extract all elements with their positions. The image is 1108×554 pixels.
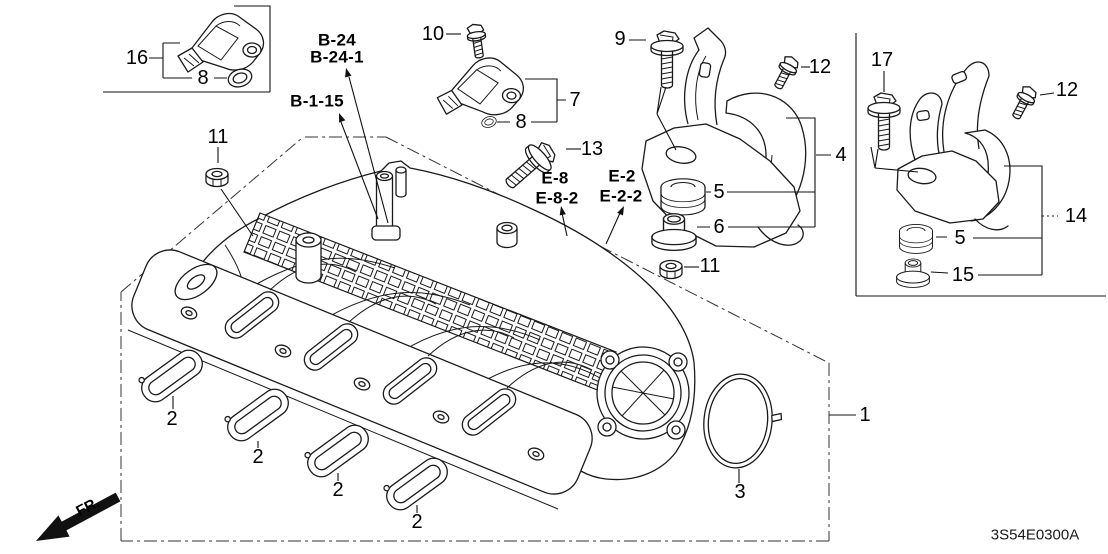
port-gasket xyxy=(299,416,375,483)
map-sensor-7 xyxy=(435,54,526,119)
part-1-boundary-box xyxy=(120,136,830,542)
bolt-17 xyxy=(867,92,901,151)
callout-2[interactable]: 2 xyxy=(411,511,423,533)
callout-8[interactable]: 8 xyxy=(515,111,527,133)
callout-2[interactable]: 2 xyxy=(332,479,344,501)
leader-lines xyxy=(149,33,1058,513)
flange-bolt-bosses xyxy=(180,306,545,461)
purge-tube xyxy=(371,166,407,241)
callout-13[interactable]: 13 xyxy=(580,138,604,160)
throttle-flange xyxy=(596,346,690,440)
fr-direction-arrow xyxy=(36,492,121,541)
callout-11[interactable]: 11 xyxy=(699,255,721,277)
inset-box-16 xyxy=(103,5,271,93)
callout-5[interactable]: 5 xyxy=(713,181,725,203)
callout-3[interactable]: 3 xyxy=(734,481,746,503)
callout-11[interactable]: 11 xyxy=(207,126,229,148)
nut-11a xyxy=(205,167,229,188)
callout-14[interactable]: 14 xyxy=(1064,205,1088,227)
port-gasket xyxy=(133,341,209,408)
ref-code-e8-2[interactable]: E-8-2 xyxy=(535,188,579,208)
callout-5[interactable]: 5 xyxy=(954,227,966,249)
callout-17[interactable]: 17 xyxy=(870,49,894,71)
callout-8[interactable]: 8 xyxy=(197,67,209,89)
nut-11b xyxy=(659,259,683,280)
panel-box-14 xyxy=(855,33,1106,297)
throttle-ear-holes xyxy=(597,350,688,440)
bolt-12b xyxy=(1006,82,1041,123)
o-ring-8b xyxy=(479,114,499,130)
ref-code-b24[interactable]: B-24 xyxy=(317,30,357,50)
bracket-4 xyxy=(641,27,807,248)
callout-1[interactable]: 1 xyxy=(859,404,871,426)
callout-15[interactable]: 15 xyxy=(951,264,975,286)
port-gasket xyxy=(219,380,295,447)
callout-4[interactable]: 4 xyxy=(835,144,847,166)
callout-12[interactable]: 12 xyxy=(1055,79,1079,101)
bolt-12a xyxy=(768,52,803,93)
bolt-10 xyxy=(465,22,490,60)
port-gasket xyxy=(378,449,454,516)
callout-6[interactable]: 6 xyxy=(713,216,725,238)
collar-15 xyxy=(896,258,930,288)
bolt-9 xyxy=(650,30,684,89)
grommet-5b xyxy=(899,223,933,254)
callout-2[interactable]: 2 xyxy=(252,446,264,468)
ref-code-b1-15[interactable]: B-1-15 xyxy=(290,91,344,111)
ref-code-e2-2[interactable]: E-2-2 xyxy=(599,186,643,206)
bolt-boss-tower xyxy=(295,232,322,284)
callout-7[interactable]: 7 xyxy=(569,89,581,111)
reference-arrows xyxy=(339,68,624,245)
callout-9[interactable]: 9 xyxy=(614,28,626,50)
callout-12[interactable]: 12 xyxy=(808,56,832,78)
drawing-code: 3S54E0300A xyxy=(990,526,1080,544)
ref-code-e2[interactable]: E-2 xyxy=(608,166,636,186)
sensor-boss xyxy=(496,221,518,249)
ref-code-b24-1[interactable]: B-24-1 xyxy=(310,47,364,67)
callout-16[interactable]: 16 xyxy=(125,47,149,69)
map-sensor-16 xyxy=(177,12,265,73)
throttle-gasket-3 xyxy=(703,373,783,469)
ref-code-e8[interactable]: E-8 xyxy=(541,168,569,188)
callout-2[interactable]: 2 xyxy=(166,408,178,430)
grommet-5a xyxy=(660,178,706,216)
callout-10[interactable]: 10 xyxy=(421,23,445,45)
left-mounting-ear xyxy=(174,263,218,301)
bracket-14 xyxy=(896,61,1011,231)
intake-manifold-drawing xyxy=(127,160,696,510)
